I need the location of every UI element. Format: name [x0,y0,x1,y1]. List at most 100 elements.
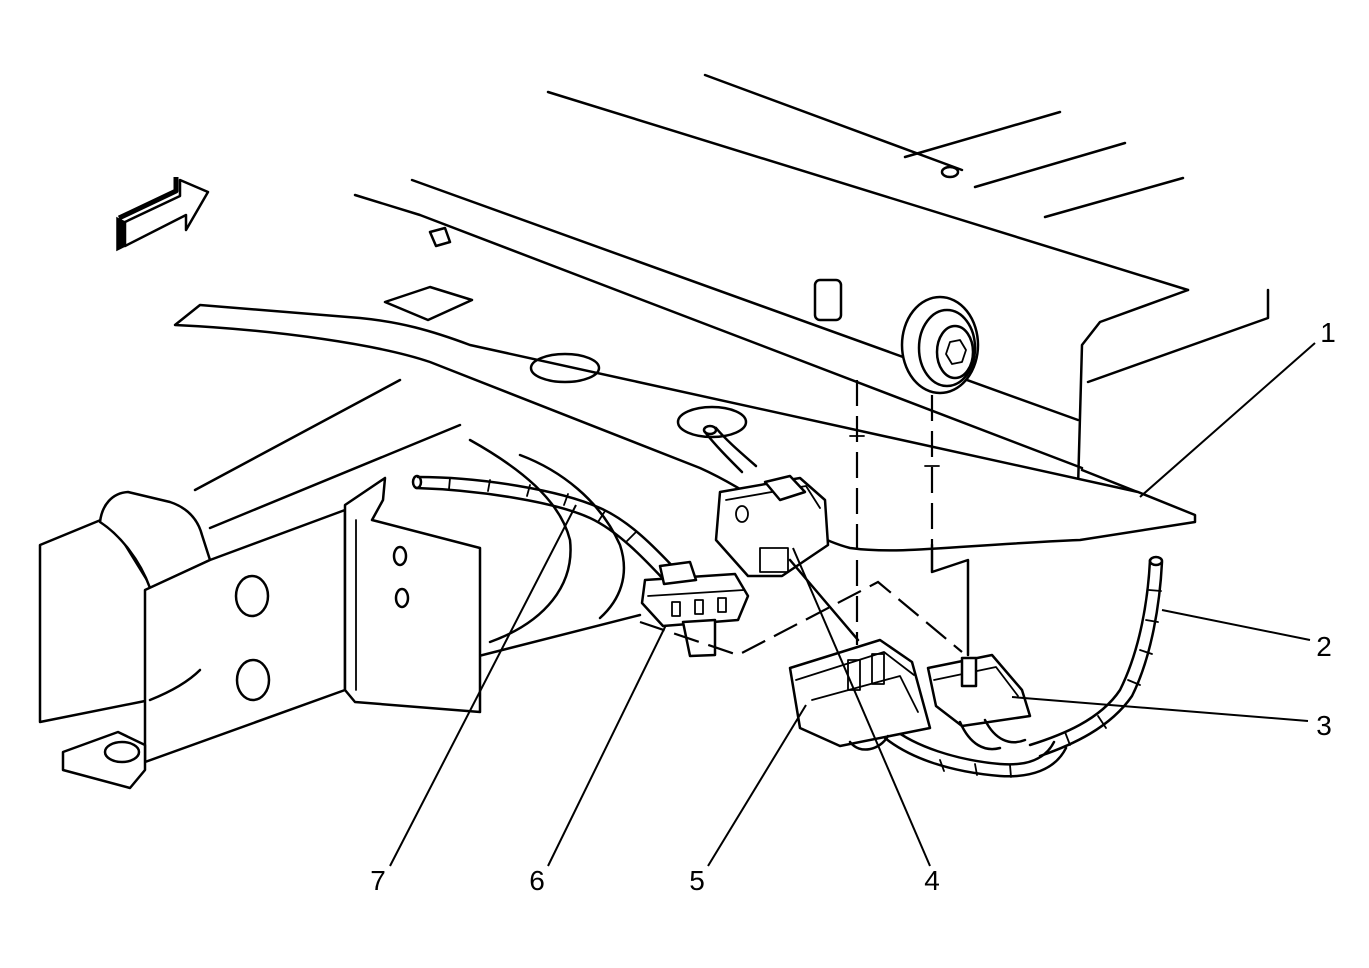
connector-6-terminal-c [717,597,727,613]
rail-hole-upper [234,574,270,618]
connector-5-body [788,638,932,748]
rail-inner-curve [148,668,202,702]
connector-6-latch [681,618,717,658]
floor-pan-hole [940,165,960,179]
upper-wire-end [702,424,718,436]
floor-pan-flange [1076,288,1190,490]
callout-1: 1 [1320,317,1336,348]
rail-hole-lower [235,658,271,702]
connector-6-boot [658,560,698,586]
connector-5-lock [871,653,885,685]
wiring-harness-2 [883,555,1164,778]
grommet-hex [945,339,967,365]
tape-mark [526,484,531,497]
upper-connector-pin [735,505,749,523]
tape-mark [1097,715,1107,729]
callout-5: 5 [689,865,705,896]
harness-7-end [411,474,423,490]
connector-6-terminal-b [694,599,704,615]
bracket-plate [343,476,482,714]
frame-rail-top-edge [193,378,402,492]
mounting-bracket [343,476,482,714]
harness-2-left [1028,558,1152,747]
callout-6: 6 [529,865,545,896]
crossmember-strip [173,303,1197,552]
connector-3-terminal [960,656,978,688]
harness-loop-outer [883,736,1068,778]
tape-mark [563,493,569,506]
frame-rail-boss [468,438,572,644]
leader-4 [792,547,931,867]
arrow-side [116,216,126,252]
tape-mark [1145,619,1159,623]
alignment-dashed-path [639,580,963,657]
connector-6-terminal-a [671,601,681,617]
tape-mark [1139,649,1153,655]
callout-leaders [389,342,1316,867]
leader-2 [1161,609,1311,641]
leader-7 [389,504,577,867]
tape-mark [939,759,945,772]
crossmember-wire-hole [676,405,748,439]
rail-flange-hole [103,740,141,764]
leader-3 [1011,696,1309,722]
connector-3-wire [958,720,1002,751]
harness-2-end [1148,555,1164,567]
connector-6-ridge [647,589,745,597]
direction-arrow-icon [116,177,210,252]
connector-upper [702,424,830,578]
leader-6 [547,624,667,867]
alignment-lines [639,380,970,657]
frame-rail-body [193,378,642,692]
wiring-harness-7 [411,474,682,584]
tape-mark [487,479,491,492]
callout-labels: 1 2 3 4 5 6 7 [370,317,1336,896]
connector-3-body [926,653,1032,728]
crossmember-oval-hole [529,352,601,384]
floor-pan-rib [703,73,964,172]
upper-wire-left [703,430,744,474]
floor-pan-rib [1043,176,1185,219]
tape-mark [1127,679,1141,686]
tape-mark [448,477,451,490]
tape-mark [626,531,637,542]
callout-7: 7 [370,865,386,896]
tape-mark [1148,589,1162,592]
floor-pan-flange-edge [1086,288,1270,384]
bracket-hole-lower [394,587,410,609]
alignment-step [930,543,970,657]
grommet-outer [900,295,980,395]
bracket-hole-upper [392,545,408,567]
floor-pan-top-edge [546,90,1190,292]
connector-5-wire [848,734,890,751]
callout-4: 4 [924,865,940,896]
access-hole-square [383,285,474,322]
harness-loop-inner [890,726,1056,766]
arrow-top-edge [117,177,179,221]
frame-rail-boss-edge [518,453,626,620]
connector-5 [788,638,932,751]
grommet-ring [917,308,977,388]
rail-bottom-flange [61,730,147,790]
upper-connector-ridge [725,485,821,509]
tape-mark [974,763,978,776]
floor-pan-rib [903,110,1062,159]
leader-1 [1139,342,1316,498]
connector-3-wire [983,718,1027,744]
harness-7-lower [414,486,668,584]
tape-mark [1009,764,1012,778]
grommet-inner [935,324,975,380]
harness-2-tape-marks [939,589,1162,778]
floor-pan-rib [973,141,1127,189]
tape-mark [597,510,606,523]
connector-5-seam [811,675,919,713]
rail-box-top [98,490,212,590]
harness-2-right [1038,560,1164,758]
frame-rail-side-edge [208,423,462,530]
connector-5-ridge [795,651,915,681]
upper-connector-lock [759,547,789,573]
access-hole-rect [813,278,843,322]
grommet [900,295,980,395]
harness-7-tape-marks [448,477,637,542]
